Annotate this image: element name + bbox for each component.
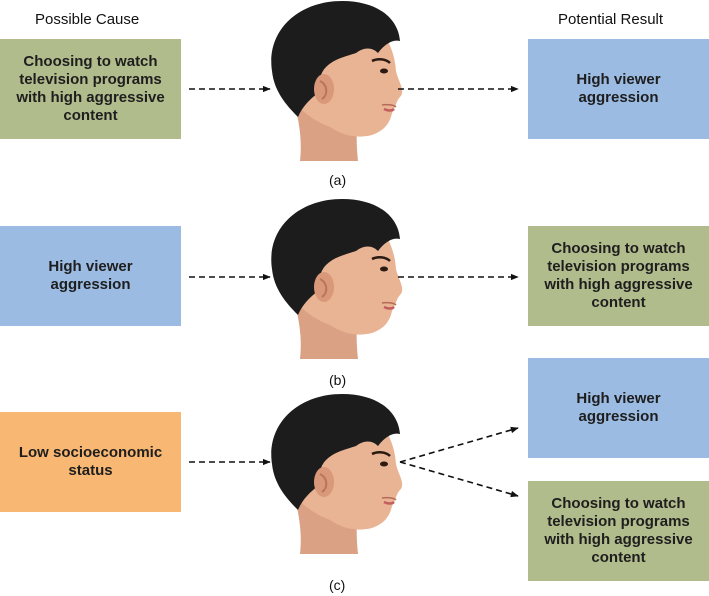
cause-box-b: High viewer aggression <box>0 226 181 326</box>
possible-cause-header: Possible Cause <box>35 11 140 28</box>
panel-label-a: (a) <box>329 172 347 188</box>
panel-label-b: (b) <box>329 372 347 388</box>
arrow-c-out-programs <box>399 461 519 498</box>
arrow-c-out-aggression <box>399 426 519 463</box>
result-box-c-programs: Choosing to watch television programs wi… <box>528 481 709 581</box>
child-head-c <box>270 392 404 556</box>
potential-result-header: Potential Result <box>558 11 664 28</box>
result-box-b: Choosing to watch television programs wi… <box>528 226 709 326</box>
cause-box-a: Choosing to watch television programs wi… <box>0 39 181 139</box>
panel-label-c: (c) <box>329 577 346 593</box>
result-box-a: High viewer aggression <box>528 39 709 139</box>
child-head-b <box>270 197 404 361</box>
child-head-a <box>270 0 404 163</box>
cause-box-c: Low socioeconomic status <box>0 412 181 512</box>
result-box-c-aggression: High viewer aggression <box>528 358 709 458</box>
